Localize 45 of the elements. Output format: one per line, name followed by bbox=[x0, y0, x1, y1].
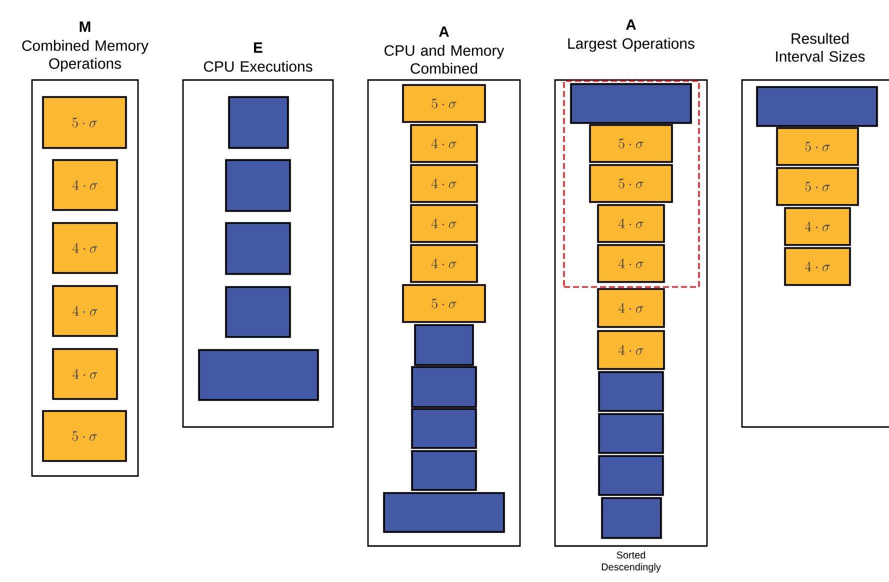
memory-block: $5 \cdot \sigma$ bbox=[589, 164, 673, 203]
memory-block: $4 \cdot \sigma$ bbox=[410, 124, 478, 163]
memory-block: $5 \cdot \sigma$ bbox=[42, 410, 127, 462]
panel-heading: Resulted Interval Sizes bbox=[776, 32, 865, 62]
memory-block: $4 \cdot \sigma$ bbox=[597, 330, 665, 370]
panel-heading: E CPU Executions bbox=[204, 42, 312, 72]
memory-block: $4 \cdot \sigma$ bbox=[597, 244, 665, 283]
memory-block: $4 \cdot \sigma$ bbox=[784, 207, 851, 246]
memory-block: $5 \cdot \sigma$ bbox=[42, 96, 127, 149]
memory-block: $5 \cdot \sigma$ bbox=[776, 167, 859, 206]
highlight-frame bbox=[563, 80, 700, 288]
memory-block: $5 \cdot \sigma$ bbox=[776, 127, 859, 166]
cpu-block bbox=[225, 222, 291, 275]
memory-block: $4 \cdot \sigma$ bbox=[410, 164, 478, 203]
panel-caption: Sorted Descendingly bbox=[602, 551, 661, 572]
cpu-block bbox=[411, 366, 477, 408]
memory-block: $4 \cdot \sigma$ bbox=[52, 222, 118, 274]
cpu-block bbox=[225, 159, 291, 212]
cpu-block bbox=[598, 455, 664, 496]
memory-block: $4 \cdot \sigma$ bbox=[784, 247, 851, 286]
cpu-block bbox=[228, 96, 289, 149]
panel-heading: M Combined Memory Operations bbox=[22, 22, 148, 72]
cpu-block bbox=[198, 349, 319, 401]
memory-block: $5 \cdot \sigma$ bbox=[402, 84, 486, 123]
cpu-block bbox=[383, 492, 505, 533]
panel-heading: A Largest Operations bbox=[568, 19, 694, 52]
cpu-block bbox=[601, 497, 662, 539]
memory-block: $4 \cdot \sigma$ bbox=[52, 285, 118, 337]
memory-block: $5 \cdot \sigma$ bbox=[589, 124, 673, 163]
memory-block: $4 \cdot \sigma$ bbox=[410, 244, 478, 283]
cpu-block bbox=[598, 413, 664, 454]
memory-block: $4 \cdot \sigma$ bbox=[52, 348, 118, 400]
memory-block: $4 \cdot \sigma$ bbox=[597, 204, 665, 243]
memory-block: $4 \cdot \sigma$ bbox=[52, 159, 118, 211]
panel-heading: A CPU and Memory Combined bbox=[384, 26, 504, 74]
memory-block: $5 \cdot \sigma$ bbox=[402, 284, 486, 323]
cpu-block bbox=[411, 450, 477, 491]
cpu-block bbox=[756, 86, 878, 127]
memory-block: $4 \cdot \sigma$ bbox=[597, 288, 665, 328]
cpu-block bbox=[414, 324, 474, 366]
cpu-block bbox=[225, 286, 291, 338]
cpu-block bbox=[570, 83, 692, 124]
cpu-block bbox=[411, 408, 477, 449]
cpu-block bbox=[598, 371, 664, 412]
memory-block: $4 \cdot \sigma$ bbox=[410, 204, 478, 243]
